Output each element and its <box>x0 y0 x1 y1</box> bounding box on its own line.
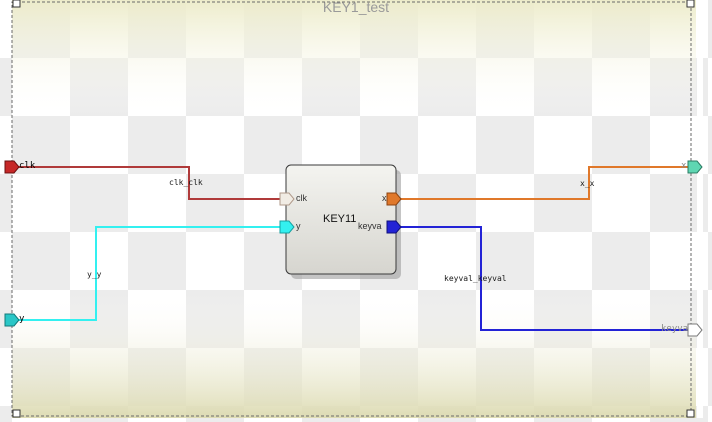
net-keyval-label: keyval_keyval <box>444 274 507 283</box>
pin-clk-label: clk <box>296 193 307 203</box>
port-y-label: y <box>19 314 25 324</box>
pin-clk-icon[interactable] <box>279 192 295 206</box>
port-keyval-icon[interactable] <box>687 323 703 337</box>
block-name: KEY11 <box>323 213 357 225</box>
diagram-title: KEY1_test <box>322 0 390 15</box>
pin-y-label: y <box>296 221 301 231</box>
pin-x-icon[interactable] <box>386 192 402 206</box>
port-x-icon[interactable] <box>687 160 703 174</box>
frame-right-strip <box>697 0 703 418</box>
port-y-icon[interactable] <box>4 313 20 327</box>
pin-y-icon[interactable] <box>279 220 295 234</box>
wire-clk[interactable] <box>18 166 281 200</box>
net-y-label: y_y <box>87 270 102 279</box>
pin-x-label: x <box>382 193 387 203</box>
resize-handle-bottom-left[interactable] <box>12 409 21 418</box>
frame-border <box>11 1 692 417</box>
wire-y[interactable] <box>18 226 281 321</box>
resize-handle-top-left[interactable] <box>12 0 21 8</box>
net-clk-label: clk_clk <box>169 178 203 187</box>
block-key11[interactable] <box>285 164 397 275</box>
port-clk-icon[interactable] <box>4 160 20 174</box>
resize-handle-top-right[interactable] <box>686 0 695 8</box>
port-keyval-label: keyva <box>661 324 689 334</box>
pin-keyval-icon[interactable] <box>386 220 402 234</box>
port-x-label: x <box>681 161 687 171</box>
net-x-label: x_x <box>580 179 595 188</box>
wire-keyval[interactable] <box>401 226 688 331</box>
port-clk-label: clk <box>19 161 36 171</box>
resize-handle-bottom-right[interactable] <box>686 409 695 418</box>
wire-x[interactable] <box>401 166 688 200</box>
pin-keyval-label: keyva <box>358 221 382 231</box>
